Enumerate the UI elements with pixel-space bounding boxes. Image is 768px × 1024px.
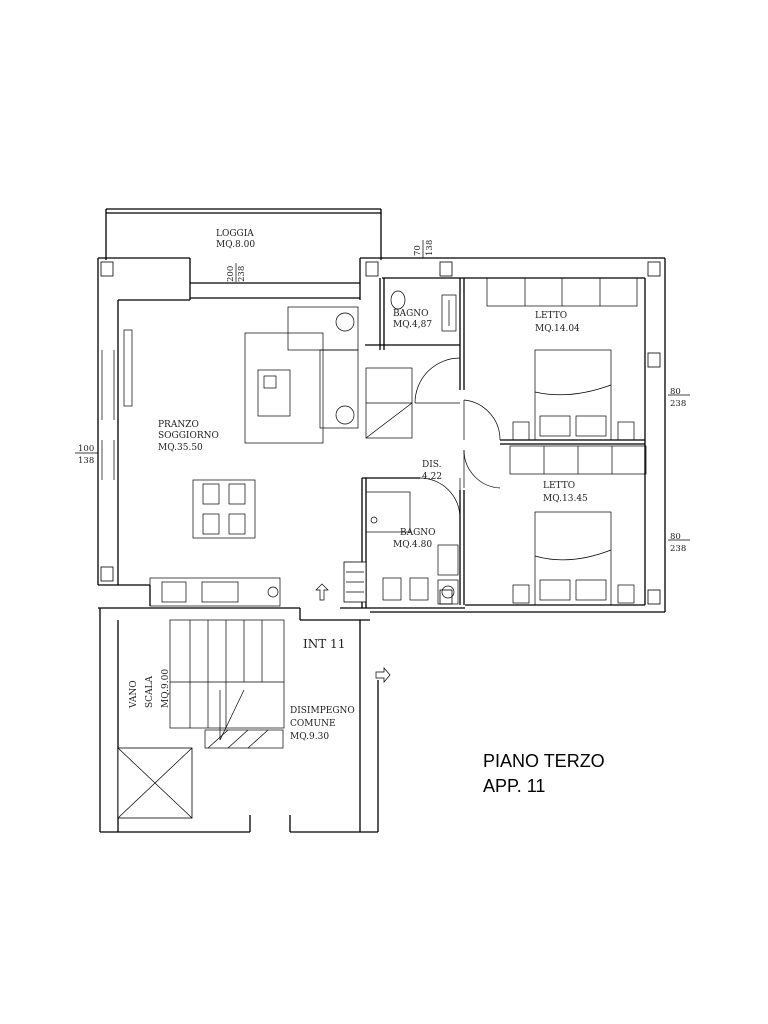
living-window-height: 138 bbox=[78, 456, 94, 466]
scala-name-2: SCALA bbox=[145, 675, 155, 708]
scala-name-1: VANO bbox=[129, 680, 139, 709]
tv-unit bbox=[123, 329, 133, 407]
dis-name: DIS. bbox=[422, 460, 442, 470]
disimpegno-name-2: COMUNE bbox=[290, 719, 336, 729]
bed2 bbox=[512, 511, 635, 606]
letto1-area: MQ.14.04 bbox=[535, 324, 580, 334]
bed1 bbox=[512, 349, 635, 441]
loggia-area: MQ.8.00 bbox=[216, 240, 255, 250]
dis-area: 4.22 bbox=[422, 472, 442, 482]
kitchen-counter bbox=[149, 577, 281, 607]
bath1-fixtures bbox=[390, 290, 457, 332]
bath-window-width: 70 bbox=[413, 245, 423, 256]
loggia-outline bbox=[105, 208, 382, 260]
bed1-wardrobe bbox=[486, 277, 638, 307]
letto2-name: LETTO bbox=[543, 481, 575, 491]
exterior-walls bbox=[97, 257, 666, 613]
stairwell bbox=[99, 583, 391, 833]
sofa-group bbox=[244, 306, 359, 444]
floor-title: PIANO TERZO bbox=[483, 751, 605, 771]
soggiorno-name-2: SOGGIORNO bbox=[158, 431, 219, 441]
bagno1-name: BAGNO bbox=[393, 309, 429, 319]
bed1-window-width: 80 bbox=[670, 387, 681, 397]
loggia-door-width: 200 bbox=[226, 266, 236, 282]
doors bbox=[414, 357, 501, 519]
loggia-name: LOGGIA bbox=[216, 229, 254, 239]
pillars bbox=[100, 261, 661, 605]
soggiorno-name-1: PRANZO bbox=[158, 420, 199, 430]
bath2-fixtures bbox=[343, 491, 459, 605]
entrance-label: INT 11 bbox=[303, 637, 345, 651]
scala-area: MQ.9.00 bbox=[161, 669, 171, 708]
bed2-wardrobe bbox=[509, 445, 647, 475]
soggiorno-area: MQ.35.50 bbox=[158, 443, 203, 453]
bagno1-area: MQ.4,87 bbox=[393, 320, 432, 330]
bagno2-area: MQ.4.80 bbox=[393, 540, 432, 550]
bed1-window-height: 238 bbox=[670, 399, 686, 409]
dining-table bbox=[192, 479, 256, 539]
living-window-width: 100 bbox=[78, 444, 94, 454]
loggia-door-height: 238 bbox=[237, 266, 247, 282]
bagno2-name: BAGNO bbox=[400, 528, 436, 538]
apartment-title: APP. 11 bbox=[483, 776, 545, 796]
letto2-area: MQ.13.45 bbox=[543, 494, 588, 504]
bed2-window-width: 80 bbox=[670, 532, 681, 542]
disimpegno-name-1: DISIMPEGNO bbox=[290, 706, 355, 716]
bath-window-height: 138 bbox=[425, 240, 435, 256]
disimpegno-area: MQ.9.30 bbox=[290, 732, 329, 742]
interior-walls bbox=[340, 278, 645, 609]
dimension-marks bbox=[75, 240, 690, 541]
letto1-name: LETTO bbox=[535, 311, 567, 321]
bed2-window-height: 238 bbox=[670, 544, 686, 554]
